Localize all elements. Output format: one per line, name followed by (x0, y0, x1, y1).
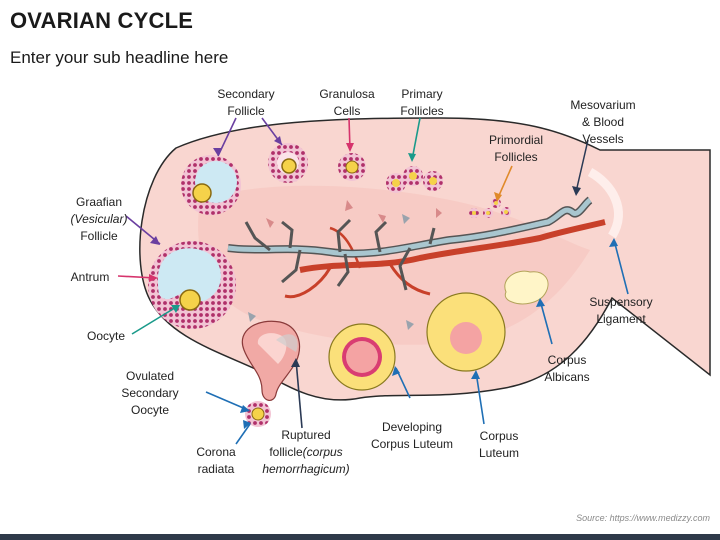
page-subtitle: Enter your sub headline here (10, 48, 229, 67)
suspensory-ligament (587, 168, 623, 239)
graafian-oocyte (179, 289, 201, 311)
ruptured-follicle (241, 320, 301, 401)
label-graafian-follicle: Graafian(Vesicular)Follicle (70, 195, 128, 243)
vein-branches (244, 218, 436, 291)
bottom-bar (0, 534, 720, 540)
artery-branch-3 (329, 226, 362, 269)
page-title: OVARIAN CYCLE (10, 8, 194, 33)
label-ruptured-follicle: Ruptured follicle(corpus hemorrhagicum) (262, 428, 350, 476)
secondary-follicle-oocyte (192, 183, 212, 203)
stroma-marks (266, 200, 442, 228)
mesovarium-pointer (575, 139, 589, 193)
label-antrum: Antrum (70, 270, 110, 284)
artery-branch-1 (284, 267, 332, 299)
source-credit: Source: https://www.medizzy.com (576, 513, 710, 523)
stroma-marks-gray (248, 214, 414, 330)
label-oocyte: Oocyte (86, 329, 125, 343)
secondary-follicle-small-oocyte (281, 158, 297, 174)
graafian-antrum (157, 248, 221, 302)
artery-branch-2 (388, 263, 431, 296)
vein-inner (227, 197, 592, 257)
artery (299, 219, 606, 273)
primordial-follicles (469, 198, 511, 218)
corpus-albicans (504, 270, 549, 305)
